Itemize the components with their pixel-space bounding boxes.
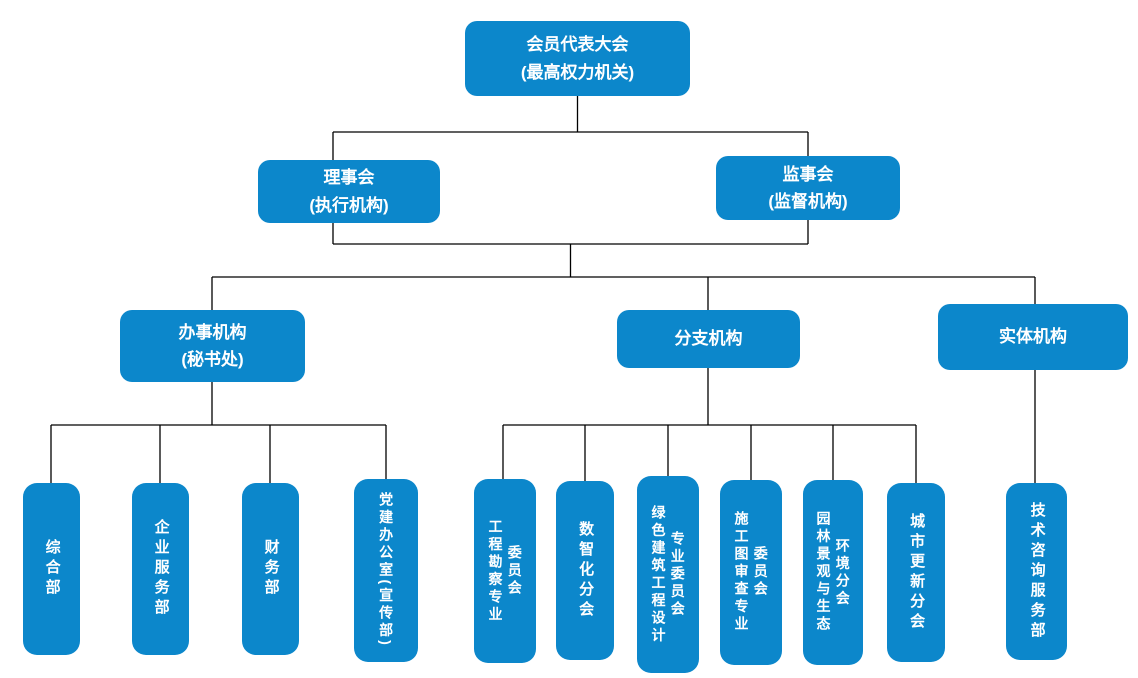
node-branch-organizations-line1: 分支机构 <box>674 329 743 349</box>
node-engineering-survey-committee-col2: 委员会 <box>506 544 523 598</box>
node-supervisory-board-line1: 监事会 <box>782 164 834 184</box>
node-council-line1: 理事会 <box>323 168 375 188</box>
node-urban-renewal-branch-text: 城市更新分会 <box>908 512 926 633</box>
node-engineering-survey-committee-col1: 工程勘察专业 <box>487 518 504 624</box>
node-entity-organizations: 实体机构 <box>938 304 1128 370</box>
node-landscape-ecology-branch-col1: 园林景观与生态 <box>815 511 832 634</box>
node-landscape-ecology-branch: 园林景观与生态 环境分会 <box>803 480 863 665</box>
node-office-secretariat-line2: (秘书处) <box>181 350 244 369</box>
node-technical-consulting-dept-text: 技术咨询服务部 <box>1028 501 1046 642</box>
node-entity-organizations-line1: 实体机构 <box>999 327 1067 347</box>
node-urban-renewal-branch: 城市更新分会 <box>887 483 945 662</box>
node-enterprise-service-dept-text: 企业服务部 <box>152 519 170 619</box>
node-office-secretariat-line1: 办事机构 <box>178 322 247 342</box>
node-construction-drawing-review-committee: 施工图审查专业 委员会 <box>720 480 782 665</box>
node-enterprise-service-dept: 企业服务部 <box>132 483 189 655</box>
node-finance-dept-text: 财务部 <box>262 539 280 599</box>
node-office-secretariat: 办事机构 (秘书处) <box>120 310 305 382</box>
node-construction-drawing-review-committee-col1: 施工图审查专业 <box>733 511 750 634</box>
node-member-assembly: 会员代表大会 (最高权力机关) <box>465 21 690 96</box>
node-technical-consulting-dept: 技术咨询服务部 <box>1006 483 1067 660</box>
node-landscape-ecology-branch-col2: 环境分会 <box>834 537 851 608</box>
node-council-line2: (执行机构) <box>309 195 389 215</box>
node-party-building-office-text: 党建办公室(宣传部) <box>378 492 395 649</box>
node-member-assembly-line2: (最高权力机关) <box>520 62 635 82</box>
node-general-affairs-dept-text: 综合部 <box>43 539 61 599</box>
node-green-building-design-committee: 绿色建筑工程设计 专业委员会 <box>637 476 699 673</box>
node-general-affairs-dept: 综合部 <box>23 483 80 655</box>
node-finance-dept: 财务部 <box>242 483 299 655</box>
node-supervisory-board: 监事会 (监督机构) <box>716 156 900 220</box>
node-engineering-survey-committee: 工程勘察专业 委员会 <box>474 479 536 663</box>
node-digital-intelligence-branch: 数智化分会 <box>556 481 614 660</box>
node-branch-organizations: 分支机构 <box>617 310 800 368</box>
node-member-assembly-line1: 会员代表大会 <box>526 35 629 55</box>
node-digital-intelligence-branch-text: 数智化分会 <box>577 520 595 621</box>
node-green-building-design-committee-col2: 专业委员会 <box>669 530 686 619</box>
node-green-building-design-committee-col1: 绿色建筑工程设计 <box>650 504 667 645</box>
node-party-building-office: 党建办公室(宣传部) <box>354 479 418 662</box>
node-supervisory-board-line2: (监督机构) <box>768 192 848 211</box>
node-council: 理事会 (执行机构) <box>258 160 440 223</box>
node-construction-drawing-review-committee-col2: 委员会 <box>752 546 769 599</box>
